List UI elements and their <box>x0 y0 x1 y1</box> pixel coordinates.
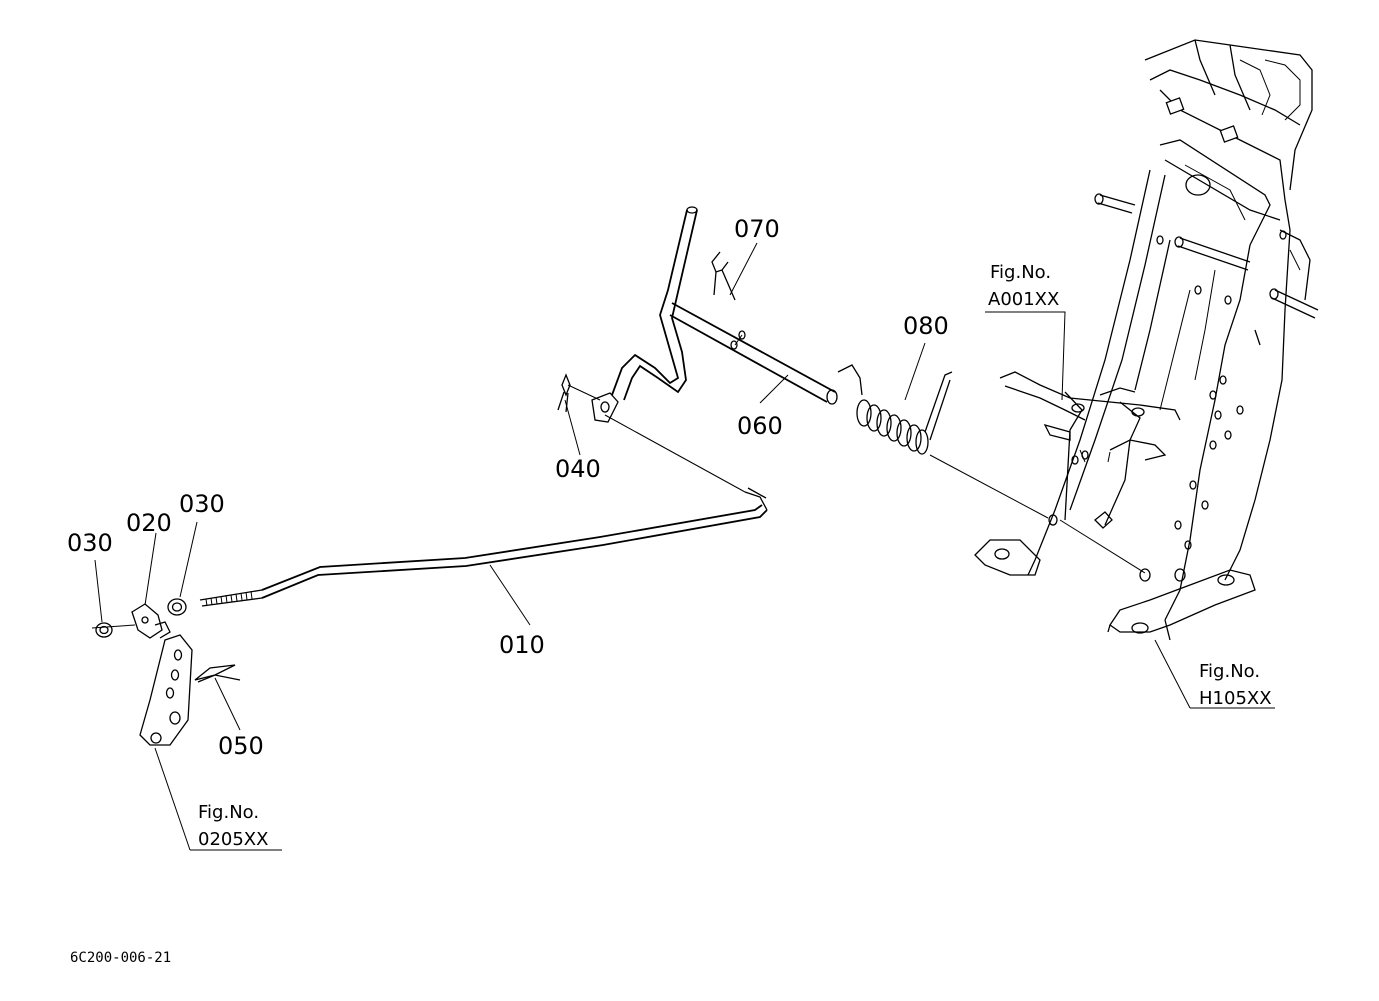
leader-lines <box>94 242 1275 851</box>
fig-ref-h105-line2: H105XX <box>1199 688 1272 709</box>
fig-ref-h105-line1: Fig.No. <box>1199 661 1260 682</box>
fig-ref-0205-line1: Fig.No. <box>198 802 259 823</box>
drawing-code: 6C200-006-21 <box>70 950 171 966</box>
fig-ref-h105: Fig.No. H105XX <box>1199 661 1272 709</box>
label-030-right: 030 <box>179 490 225 518</box>
frame-holes <box>1048 230 1287 582</box>
tractor-frame <box>974 39 1319 641</box>
clevis-020 <box>131 603 171 639</box>
label-070: 070 <box>734 215 780 243</box>
clip-070 <box>711 251 736 301</box>
label-040: 040 <box>555 455 601 483</box>
label-020: 020 <box>126 509 172 537</box>
label-060: 060 <box>737 412 783 440</box>
fig-ref-a001-line2: A001XX <box>988 289 1059 310</box>
nut-030-left <box>95 622 113 638</box>
label-010: 010 <box>499 631 545 659</box>
fig-ref-a001-line1: Fig.No. <box>990 262 1051 283</box>
fig-ref-a001: Fig.No. A001XX <box>988 262 1059 310</box>
nut-030-right <box>167 598 187 616</box>
spring-080 <box>837 364 953 455</box>
label-050: 050 <box>218 732 264 760</box>
label-080: 080 <box>903 312 949 340</box>
pedal-bracket <box>999 371 1181 529</box>
lever-060 <box>591 206 838 423</box>
fig-ref-0205-line2: 0205XX <box>198 829 268 850</box>
part-labels: 070 080 060 040 010 020 030 030 050 <box>67 215 949 760</box>
rod-thread <box>205 590 253 607</box>
assembly-lines <box>91 334 1146 629</box>
rod-010 <box>199 487 768 607</box>
fig-ref-0205: Fig.No. 0205XX <box>198 802 268 850</box>
pin-040 <box>557 373 571 413</box>
bracket-0205 <box>139 634 193 746</box>
label-030-left: 030 <box>67 529 113 557</box>
pin-050 <box>194 664 241 683</box>
